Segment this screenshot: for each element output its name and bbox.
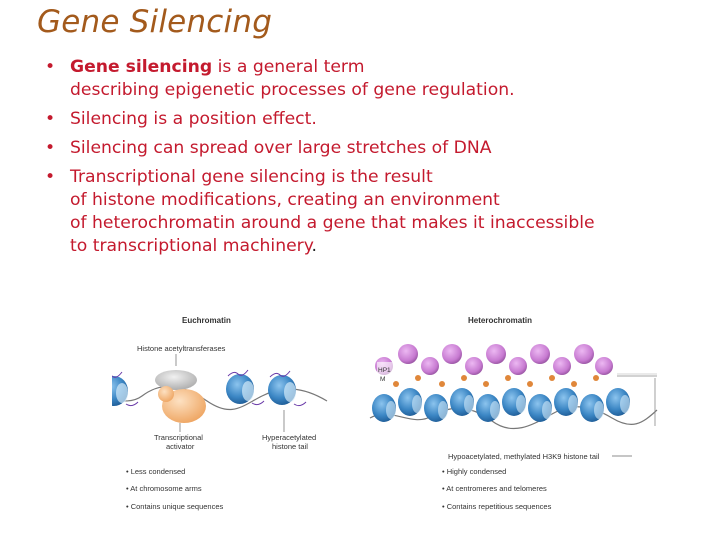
bullet-item: • Transcriptional gene silencing is the …: [45, 166, 726, 258]
bullet-item: • Silencing can spread over large stretc…: [45, 137, 726, 160]
heterochromatin-nucleosomes: [372, 388, 630, 422]
transcriptional-activator-shape: [158, 386, 206, 423]
slide-title: Gene Silencing: [37, 4, 273, 40]
euchromatin-note: • Less condensed: [126, 467, 185, 476]
nucleosome-left: [268, 370, 307, 407]
bullet-item: • Silencing is a position effect.: [45, 108, 726, 131]
bullet-period: .: [311, 236, 317, 256]
histone-acetyltransferase-shape: [155, 370, 197, 390]
hp1-proteins: [375, 344, 613, 375]
label-activator: activator: [166, 442, 195, 451]
label-transcriptional: Transcriptional: [154, 433, 203, 442]
bullet-text: Transcriptional gene silencing is the re…: [70, 167, 433, 187]
heterochromatin-note: • Highly condensed: [442, 467, 506, 476]
heterochromatin-title: Heterochromatin: [468, 316, 532, 325]
label-histone-acetyltransferases: Histone acetyltransferases: [137, 344, 226, 353]
bullet-dot-icon: •: [45, 138, 56, 158]
bullet-text: is a general term: [212, 57, 365, 77]
nucleosome-left: [112, 371, 139, 407]
label-hyperacetylated: Hyperacetylated: [262, 433, 316, 442]
euchromatin-note: • Contains unique sequences: [126, 502, 224, 511]
dna-strand-heterochromatin: [369, 406, 658, 430]
label-hypoacetylated-tail: Hypoacetylated, methylated H3K9 histone …: [448, 452, 600, 461]
bullet-text: Silencing can spread over large stretche…: [70, 138, 492, 158]
heterochromatin-note: • Contains repetitious sequences: [442, 502, 552, 511]
bullet-text: Silencing is a position effect.: [70, 109, 317, 129]
chromatin-diagram: Euchromatin Histone acetyltransferases: [112, 316, 658, 511]
bullet-list: • Gene silencing is a general term descr…: [45, 56, 726, 264]
label-histone-tail: histone tail: [272, 442, 308, 451]
bullet-bold-term: Gene silencing: [70, 57, 213, 77]
heterochromatin-note: • At centromeres and telomeres: [442, 484, 547, 493]
bullet-dot-icon: •: [45, 109, 56, 129]
bullet-text: describing epigenetic processes of gene …: [70, 80, 515, 100]
label-m: M: [380, 376, 385, 383]
bullet-item: • Gene silencing is a general term descr…: [45, 56, 726, 102]
nucleosome-left: [226, 369, 265, 406]
euchromatin-note: • At chromosome arms: [126, 484, 202, 493]
bullet-text: of histone modifications, creating an en…: [70, 190, 500, 210]
bullet-text: to transcriptional machinery: [70, 236, 312, 256]
bullet-text: of heterochromatin around a gene that ma…: [70, 213, 595, 233]
bullet-dot-icon: •: [45, 57, 56, 77]
label-hp1: HP1: [378, 367, 391, 374]
chromatin-figure: Euchromatin Histone acetyltransferases: [112, 306, 664, 546]
bullet-dot-icon: •: [45, 167, 56, 187]
euchromatin-title: Euchromatin: [182, 316, 231, 325]
